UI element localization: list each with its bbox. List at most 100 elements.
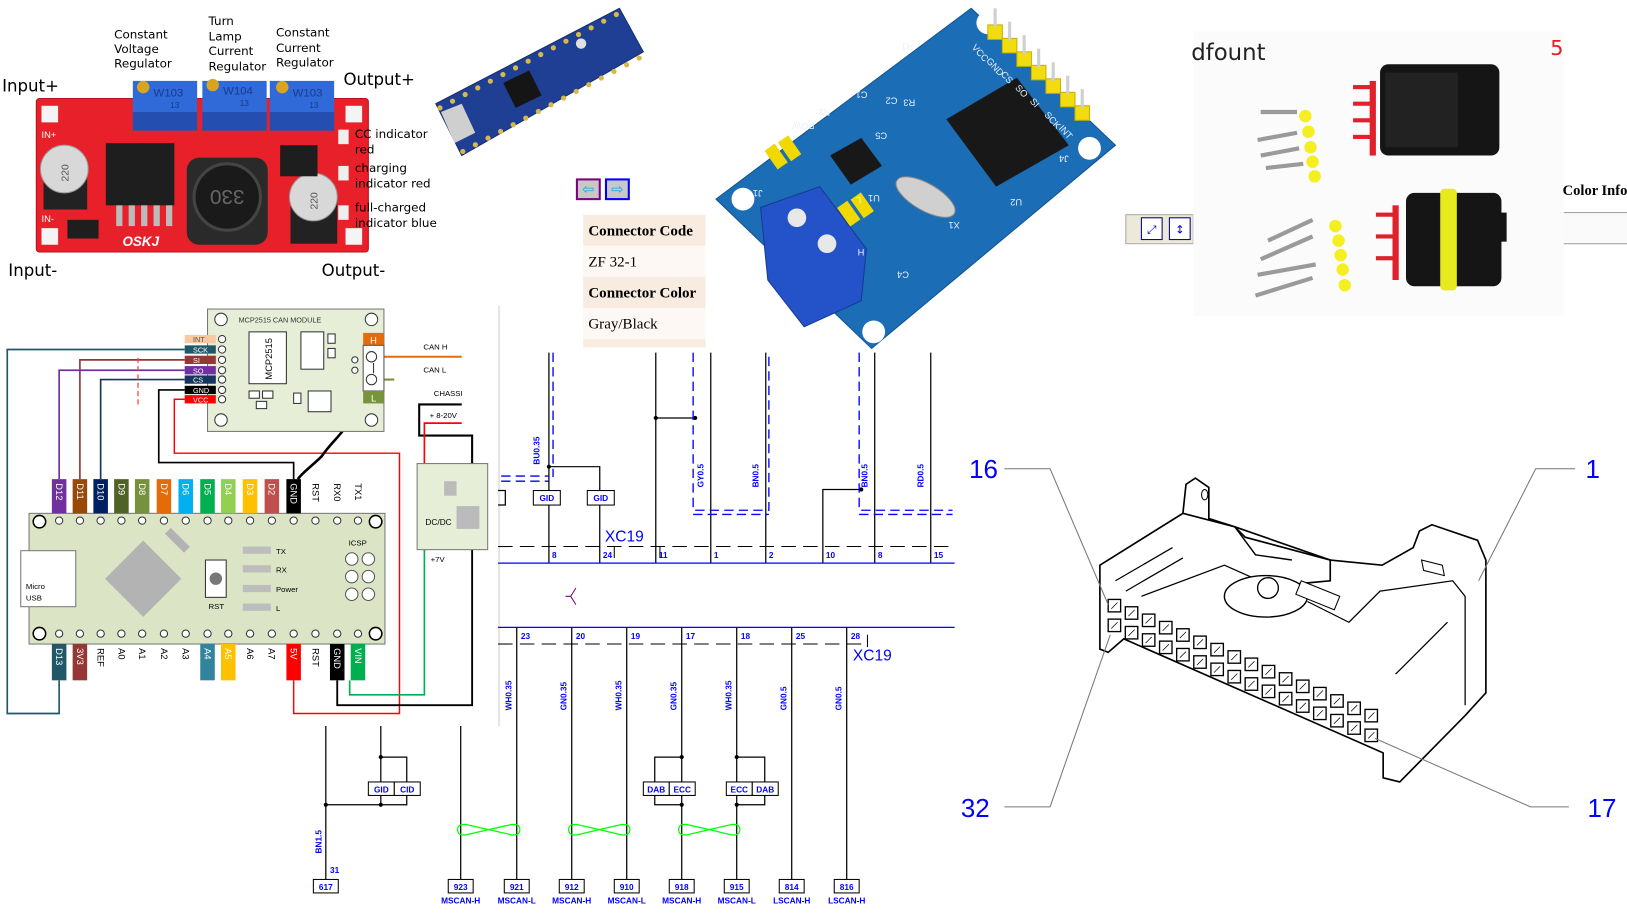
brand-label: dfount xyxy=(1191,40,1265,66)
pin-hole xyxy=(267,629,277,638)
pin-label: D6 xyxy=(181,483,191,495)
fit-height-button[interactable]: ↕ xyxy=(1168,217,1191,241)
svg-text:330: 330 xyxy=(210,185,245,208)
arduino-pin-bottom: A1 xyxy=(137,629,147,660)
viewer-toolbar: ⤢ ↕ xyxy=(1125,214,1194,245)
header-pin xyxy=(586,82,592,88)
header-pin xyxy=(485,135,491,141)
arduino-pin-top: TX1 xyxy=(353,483,363,525)
regulator-chip xyxy=(105,143,175,206)
svg-text:GID: GID xyxy=(374,784,389,794)
wire-label: GY0.5 xyxy=(696,464,706,488)
can-h-terminal xyxy=(363,332,384,346)
svg-text:ECC: ECC xyxy=(673,784,691,794)
wire-label: WH0.35 xyxy=(724,680,734,710)
quantity-label: 5 xyxy=(1550,36,1563,60)
crystal xyxy=(895,176,956,218)
pin-label: D2 xyxy=(267,483,277,495)
wire-label: GN0.5 xyxy=(834,686,844,710)
fit-window-button[interactable]: ⤢ xyxy=(1140,217,1163,241)
pin-hole xyxy=(289,629,298,638)
pin-label: CS xyxy=(193,376,203,385)
arduino-pin-top: RX0 xyxy=(332,483,342,525)
svg-text:full-charged: full-charged xyxy=(355,201,426,215)
signal-label: MSCAN-H xyxy=(441,895,480,905)
pin-hole xyxy=(267,516,277,525)
arduino-pin-top: D4 xyxy=(221,479,236,525)
arduino-pin-top: D10 xyxy=(93,479,108,525)
seals xyxy=(1329,219,1351,292)
micro-usb-port xyxy=(20,550,77,608)
svg-text:L: L xyxy=(371,393,376,403)
pin-number: 19 xyxy=(631,631,641,641)
pin-label: D5 xyxy=(202,483,212,495)
silkscreen-label: J4 xyxy=(1059,154,1069,164)
silkscreen-label: C2 xyxy=(886,95,898,105)
signal-label: MSCAN-H xyxy=(662,895,701,905)
pin-label: A7 xyxy=(267,648,277,659)
header-pin xyxy=(573,88,579,95)
component-box: GID xyxy=(586,490,615,506)
arduino-pin-bottom: A0 xyxy=(116,629,126,660)
pin-label: A2 xyxy=(159,648,169,659)
header-pin xyxy=(437,105,443,111)
pin-number: 2 xyxy=(769,550,774,560)
pin-hole xyxy=(217,345,227,354)
pin-number: 20 xyxy=(576,631,586,641)
header-pin xyxy=(548,102,554,108)
wire-label: BN1.5 xyxy=(314,830,324,854)
header-pin xyxy=(623,62,630,68)
arduino-pin-bottom: VIN xyxy=(350,629,366,681)
wire-label: RD0.5 xyxy=(915,464,925,488)
arduino-pin-top: D5 xyxy=(200,479,215,525)
arduino-pin-bottom: A7 xyxy=(267,629,277,660)
silkscreen-label: L xyxy=(856,195,861,205)
nav-forward-button[interactable]: ⇨ xyxy=(604,178,630,201)
arduino-pin-top: D7 xyxy=(156,479,172,525)
microcontroller-chip xyxy=(105,540,182,617)
svg-text:921: 921 xyxy=(510,882,524,892)
module-pin-so: SO xyxy=(184,366,227,375)
header-pin xyxy=(1045,78,1061,94)
svg-text:Regulator: Regulator xyxy=(114,56,172,70)
wire-supply xyxy=(423,422,462,464)
icsp-label: ICSP xyxy=(349,539,367,548)
can-l-terminal xyxy=(363,390,384,404)
signal-label: LSCAN-H xyxy=(773,895,810,905)
pin-label: A3 xyxy=(181,648,191,659)
chip-label: MCP2515 xyxy=(264,338,274,379)
pin-label: 5V xyxy=(289,648,299,660)
pin-hole xyxy=(245,516,255,525)
pin-number: 11 xyxy=(659,550,668,560)
pin-hole xyxy=(159,516,169,525)
silkscreen-label: R3 xyxy=(903,98,915,108)
arduino-pin-top: D11 xyxy=(72,479,88,525)
header-pin xyxy=(523,115,529,121)
svg-text:912: 912 xyxy=(565,882,579,892)
usb-port xyxy=(440,103,476,144)
pin-label: D12 xyxy=(54,483,64,500)
pin-hole xyxy=(96,516,105,525)
header-pin xyxy=(611,68,617,75)
header-pin xyxy=(1016,51,1032,67)
module-title: MCP2515 CAN MODULE xyxy=(239,316,322,325)
capacitor xyxy=(39,144,89,194)
pin-label: A1 xyxy=(137,648,147,659)
module-pin-int: INT xyxy=(184,334,227,344)
signal-label: MSCAN-L xyxy=(608,895,646,905)
pin-number: 17 xyxy=(686,631,696,641)
silkscreen-label: C1 xyxy=(856,89,868,99)
signal-label: MSCAN-L xyxy=(498,895,536,905)
table-header-connector-color: Connector Color xyxy=(588,286,696,302)
arduino-pin-top: D8 xyxy=(134,479,150,525)
header-pin xyxy=(1059,91,1076,108)
pin-label: D3 xyxy=(245,483,255,495)
pin-hole xyxy=(203,629,212,638)
nav-back-button[interactable]: ⇦ xyxy=(575,178,601,201)
pin-label-17: 17 xyxy=(1588,795,1617,823)
